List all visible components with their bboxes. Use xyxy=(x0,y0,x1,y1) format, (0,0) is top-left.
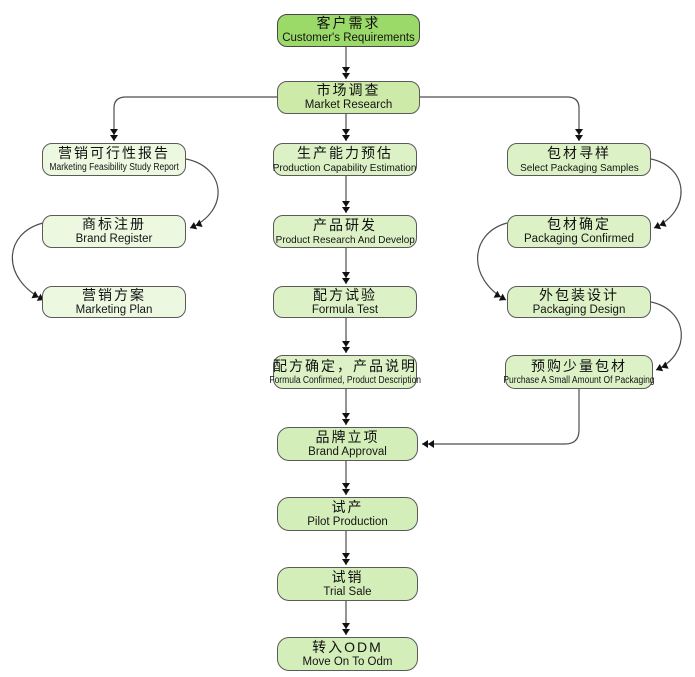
node-en-label: Product Research And Develop xyxy=(275,234,415,247)
node-en-label: Marketing Feasibility Study Report xyxy=(49,162,179,174)
node-purchase-small-amount-packaging: 预购少量包材 Purchase A Small Amount Of Packag… xyxy=(503,355,655,389)
node-en-label: Brand Register xyxy=(75,233,153,246)
node-customer-requirements: 客户需求 Customer's Requirements xyxy=(277,14,420,47)
node-brand-approval: 品牌立项 Brand Approval xyxy=(277,427,418,461)
node-en-label: Marketing Plan xyxy=(75,303,153,316)
node-zh-label: 包材寻样 xyxy=(547,144,611,161)
node-formula-confirmed-product-description: 配方确定，产品说明 Formula Confirmed, Product Des… xyxy=(269,355,421,389)
node-en-label: Move On To Odm xyxy=(302,655,393,668)
node-product-research-and-develop: 产品研发 Product Research And Develop xyxy=(273,215,417,248)
node-zh-label: 品牌立项 xyxy=(315,428,380,445)
node-production-capability-estimation: 生产能力预估 Production Capability Estimation xyxy=(273,143,417,176)
node-formula-test: 配方试验 Formula Test xyxy=(273,286,417,318)
node-zh-label: 试产 xyxy=(331,498,364,515)
node-pilot-production: 试产 Pilot Production xyxy=(277,497,418,531)
node-market-research: 市场调查 Market Research xyxy=(277,81,420,114)
node-zh-label: 配方试验 xyxy=(313,286,377,303)
node-en-label: Customer's Requirements xyxy=(282,32,415,45)
node-en-label: Production Capability Estimation xyxy=(273,162,417,175)
node-en-label: Pilot Production xyxy=(307,515,388,528)
node-en-label: Market Research xyxy=(304,99,393,112)
node-move-on-to-odm: 转入ODM Move On To Odm xyxy=(277,637,418,671)
node-zh-label: 生产能力预估 xyxy=(297,144,393,161)
node-zh-label: 市场调查 xyxy=(316,82,381,99)
node-en-label: Brand Approval xyxy=(308,445,387,458)
node-select-packaging-samples: 包材寻样 Select Packaging Samples xyxy=(507,143,651,176)
node-en-label: Packaging Confirmed xyxy=(524,233,634,246)
node-zh-label: 外包装设计 xyxy=(539,286,619,303)
node-en-label: Select Packaging Samples xyxy=(519,162,639,175)
node-en-label: Packaging Design xyxy=(532,303,626,316)
node-zh-label: 客户需求 xyxy=(316,15,381,32)
node-brand-register: 商标注册 Brand Register xyxy=(42,215,186,248)
node-packaging-confirmed: 包材确定 Packaging Confirmed xyxy=(507,215,651,248)
node-packaging-design: 外包装设计 Packaging Design xyxy=(507,286,651,318)
node-zh-label: 试销 xyxy=(331,568,364,585)
node-zh-label: 营销可行性报告 xyxy=(58,145,170,162)
node-en-label: Purchase A Small Amount Of Packaging xyxy=(503,374,655,386)
node-en-label: Formula Test xyxy=(311,303,379,316)
node-zh-label: 商标注册 xyxy=(82,216,146,233)
node-zh-label: 配方确定，产品说明 xyxy=(273,357,417,374)
node-zh-label: 预购少量包材 xyxy=(531,357,627,374)
node-trial-sale: 试销 Trial Sale xyxy=(277,567,418,601)
node-marketing-feasibility-study-report: 营销可行性报告 Marketing Feasibility Study Repo… xyxy=(42,143,186,176)
node-zh-label: 营销方案 xyxy=(82,286,146,303)
node-zh-label: 包材确定 xyxy=(547,216,611,233)
node-marketing-plan: 营销方案 Marketing Plan xyxy=(42,286,186,318)
node-zh-label: 转入ODM xyxy=(312,638,383,655)
node-zh-label: 产品研发 xyxy=(313,216,377,233)
node-en-label: Formula Confirmed, Product Description xyxy=(269,374,421,386)
node-en-label: Trial Sale xyxy=(323,585,372,598)
